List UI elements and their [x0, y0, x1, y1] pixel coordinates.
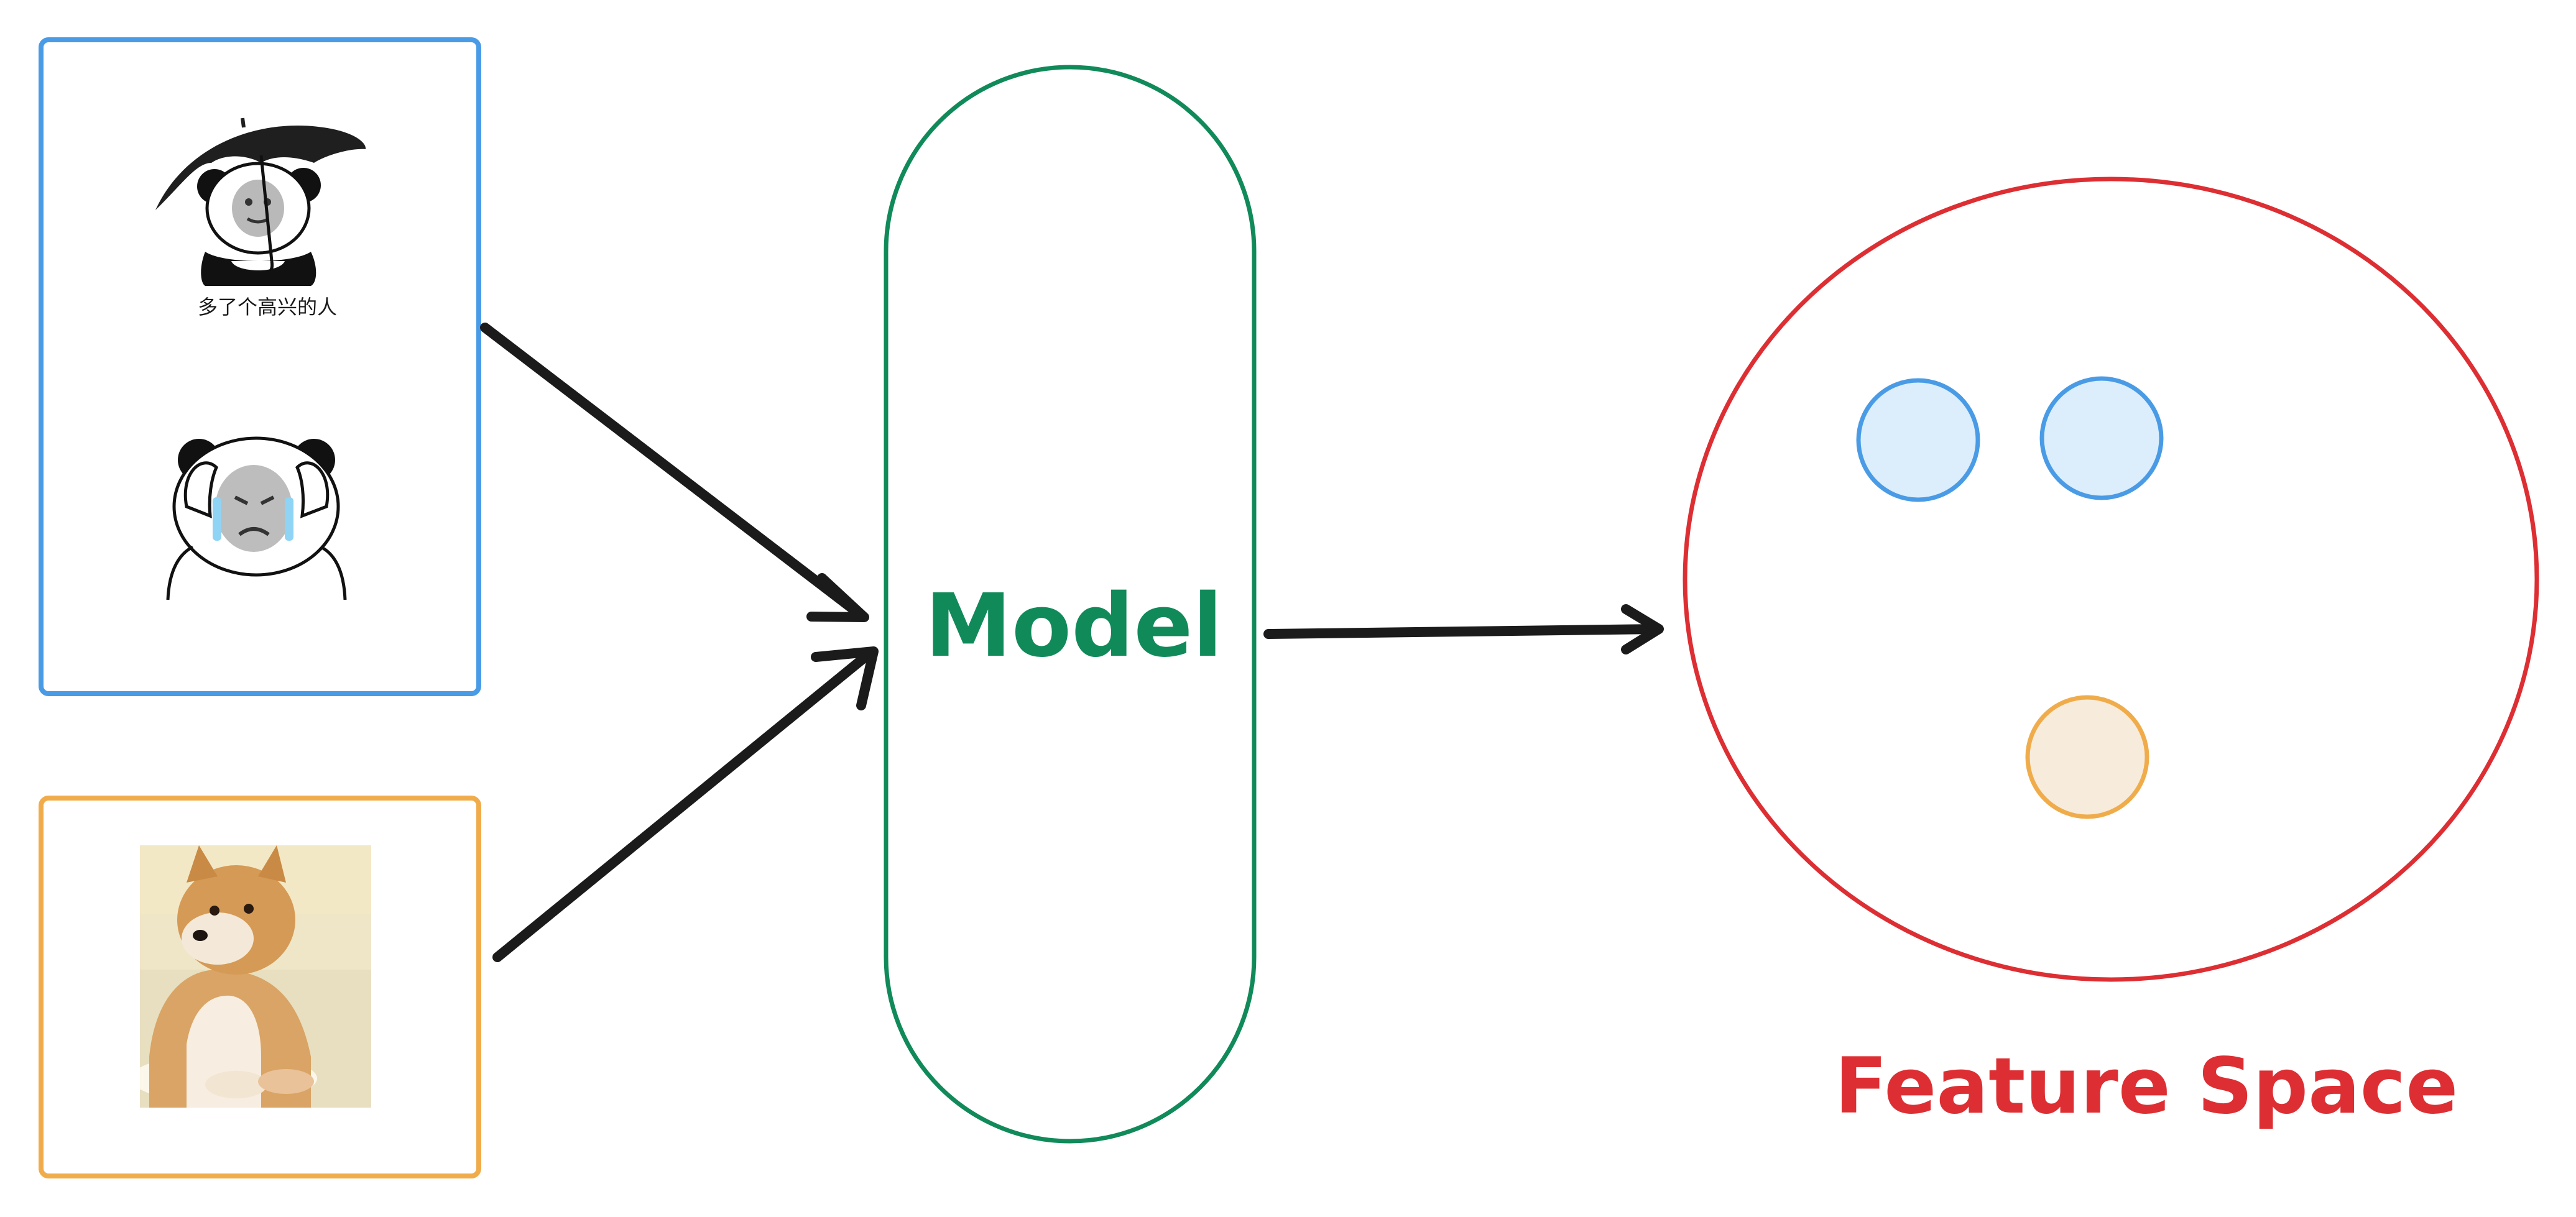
shiba-doge-photo-icon: [140, 845, 371, 1108]
feature-point-blue-1: [1856, 378, 1980, 502]
arrow-model-to-feature-space: [1263, 604, 1664, 654]
arrow-blue-to-model: [480, 323, 869, 622]
feature-point-orange-1: [2025, 695, 2149, 819]
arrow-orange-to-model: [492, 646, 879, 962]
panda-crying-meme-icon: [166, 436, 347, 600]
feature-point-blue-2: [2039, 376, 2164, 500]
model-capsule: [884, 65, 1257, 1144]
blue-input-box: [39, 37, 481, 696]
model-label: Model: [925, 576, 1223, 677]
feature-space-label: Feature Space: [1835, 1042, 2458, 1131]
panda-umbrella-meme-icon: [155, 117, 366, 286]
orange-input-box: [39, 796, 481, 1178]
feature-space-boundary: [1683, 177, 2539, 982]
meme-happy-caption: 多了个高兴的人: [198, 295, 337, 319]
